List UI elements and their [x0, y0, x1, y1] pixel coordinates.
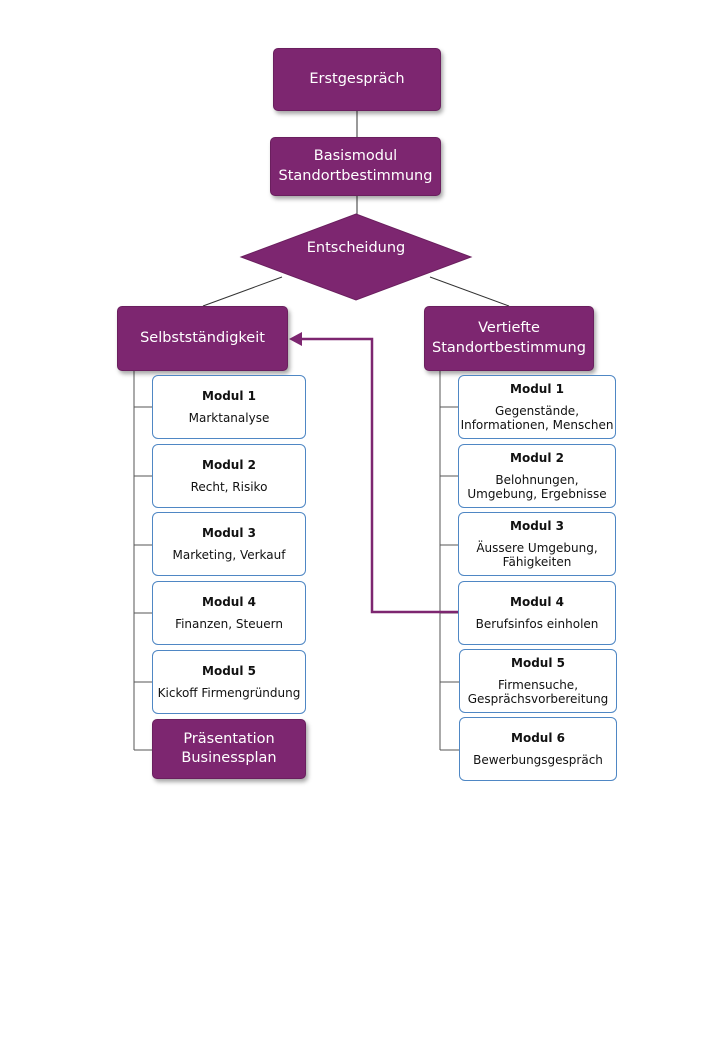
- right-module-6-title: Modul 6: [511, 730, 565, 745]
- right-module-5: Modul 5 Firmensuche, Gesprächsvorbereitu…: [459, 649, 617, 713]
- right-module-1-title: Modul 1: [510, 381, 564, 396]
- connector-decision-left: [202, 276, 283, 307]
- vertiefte-line2: Standortbestimmung: [432, 339, 586, 356]
- right-module-1-desc-line2: Informationen, Menschen: [460, 418, 614, 432]
- right-module-2-title: Modul 2: [510, 450, 564, 465]
- feedback-arrow: [300, 337, 458, 614]
- vertiefte-standortbestimmung-box: Vertiefte Standortbestimmung: [424, 306, 594, 371]
- decision-diamond: [239, 213, 473, 301]
- left-module-4: Modul 4 Finanzen, Steuern: [152, 581, 306, 645]
- erstgespraech-box: Erstgespräch: [273, 48, 441, 111]
- praesentation-line2: Businessplan: [181, 750, 277, 766]
- right-module-3-desc-line2: Fähigkeiten: [502, 555, 572, 569]
- left-module-3-title: Modul 3: [202, 525, 256, 540]
- erstgespraech-label: Erstgespräch: [309, 70, 405, 87]
- vertiefte-line1: Vertiefte: [478, 320, 540, 337]
- left-module-4-desc: Finanzen, Steuern: [175, 616, 283, 631]
- right-module-2: Modul 2 Belohnungen, Umgebung, Ergebniss…: [458, 444, 616, 508]
- left-module-4-title: Modul 4: [202, 594, 256, 609]
- basismodul-line2: Standortbestimmung: [278, 167, 433, 184]
- right-module-6: Modul 6 Bewerbungsgespräch: [459, 717, 617, 781]
- left-module-5-title: Modul 5: [202, 663, 256, 678]
- right-module-5-desc-line2: Gesprächsvorbereitung: [467, 692, 609, 706]
- left-module-2-desc: Recht, Risiko: [190, 479, 268, 494]
- right-module-4: Modul 4 Berufsinfos einholen: [458, 581, 616, 645]
- right-module-3-title: Modul 3: [510, 518, 564, 533]
- left-tree-bracket: [133, 371, 152, 751]
- right-module-4-title: Modul 4: [510, 594, 564, 609]
- basismodul-box: Basismodul Standortbestimmung: [270, 137, 441, 196]
- left-module-1-desc: Marktanalyse: [188, 410, 270, 425]
- selbststaendigkeit-box: Selbstständigkeit: [117, 306, 288, 371]
- right-module-3: Modul 3 Äussere Umgebung, Fähigkeiten: [458, 512, 616, 576]
- left-module-1-title: Modul 1: [202, 388, 256, 403]
- right-module-6-desc: Bewerbungsgespräch: [473, 752, 603, 767]
- left-module-5-desc: Kickoff Firmengründung: [157, 685, 301, 700]
- praesentation-line1: Präsentation: [183, 730, 275, 747]
- right-module-5-desc-line1: Firmensuche,: [497, 677, 579, 692]
- right-module-4-desc: Berufsinfos einholen: [475, 616, 599, 631]
- right-module-5-title: Modul 5: [511, 655, 565, 670]
- decision-label: Entscheidung: [306, 240, 406, 256]
- right-module-2-desc-line2: Umgebung, Ergebnisse: [467, 487, 607, 501]
- left-module-1: Modul 1 Marktanalyse: [152, 375, 306, 439]
- left-module-2: Modul 2 Recht, Risiko: [152, 444, 306, 508]
- left-module-2-title: Modul 2: [202, 457, 256, 472]
- right-module-1-desc-line1: Gegenstände,: [494, 403, 580, 418]
- connector-decision-right: [429, 276, 510, 307]
- left-module-3: Modul 3 Marketing, Verkauf: [152, 512, 306, 576]
- right-module-2-desc-line1: Belohnungen,: [495, 472, 579, 487]
- praesentation-businessplan-box: Präsentation Businessplan: [152, 719, 306, 779]
- left-module-3-desc: Marketing, Verkauf: [172, 547, 286, 562]
- left-module-5: Modul 5 Kickoff Firmengründung: [152, 650, 306, 714]
- selbststaendigkeit-label: Selbstständigkeit: [140, 329, 265, 346]
- right-module-3-desc-line1: Äussere Umgebung,: [476, 540, 598, 555]
- basismodul-line1: Basismodul: [313, 148, 398, 165]
- feedback-arrowhead: [289, 332, 302, 346]
- right-tree-bracket: [439, 371, 459, 751]
- right-module-1: Modul 1 Gegenstände, Informationen, Mens…: [458, 375, 616, 439]
